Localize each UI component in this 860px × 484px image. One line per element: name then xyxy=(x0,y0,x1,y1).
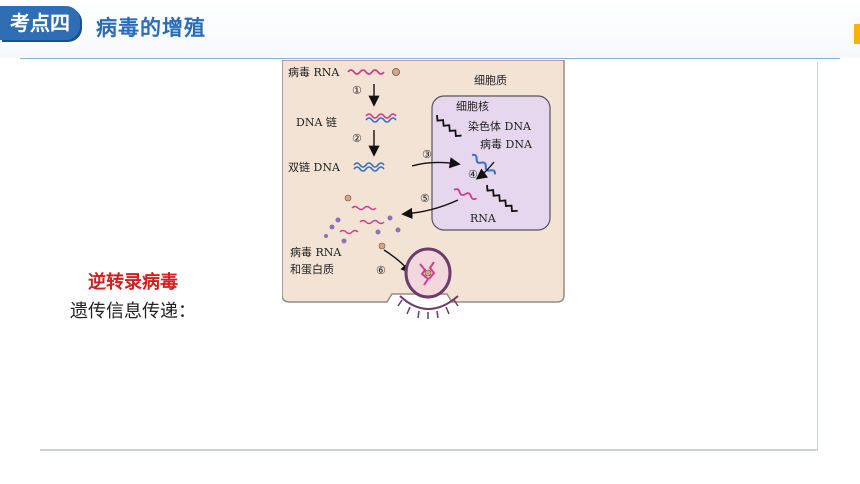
label-virus-rna-protein-2: 和蛋白质 xyxy=(290,262,334,276)
header-divider xyxy=(20,58,840,59)
corner-accent-mark xyxy=(854,24,860,44)
arrow-step4 xyxy=(475,161,495,180)
arrow-step3 xyxy=(411,157,461,169)
content-frame xyxy=(40,62,818,451)
header-background xyxy=(0,0,860,58)
rna-dna-hybrid xyxy=(365,113,397,119)
chromosome-dna-strand-lower xyxy=(486,184,518,213)
viral-rna-and-proteins xyxy=(324,194,401,250)
chromosome-dna-strand xyxy=(436,114,462,138)
label-virus-rna-protein-1: 病毒 RNA xyxy=(290,245,342,259)
label-nucleus: 细胞核 xyxy=(456,99,489,113)
transcribed-rna xyxy=(453,188,478,201)
retrovirus-label: 逆转录病毒 xyxy=(88,272,178,293)
genetic-transfer-label: 遗传信息传递： xyxy=(70,301,196,322)
page-title: 病毒的增殖 xyxy=(96,16,206,40)
label-double-dna: 双链 DNA xyxy=(288,160,341,174)
label-cytoplasm: 细胞质 xyxy=(474,74,507,87)
section-badge: 考点四 xyxy=(0,6,80,40)
arrow-step5 xyxy=(401,199,459,219)
double-stranded-dna xyxy=(353,162,385,168)
label-chromosome-dna: 染色体 DNA xyxy=(468,119,532,133)
label-step4: ④ xyxy=(468,168,478,181)
label-dna-strand: DNA 链 xyxy=(296,115,337,129)
label-step2: ② xyxy=(352,132,362,145)
budding-virus xyxy=(397,247,459,319)
label-step6: ⑥ xyxy=(376,264,386,277)
viral-rna-wave xyxy=(347,69,385,75)
label-viral-dna: 病毒 DNA xyxy=(480,137,533,151)
label-rna: RNA xyxy=(470,212,497,225)
label-step5: ⑤ xyxy=(420,192,430,205)
label-step3: ③ xyxy=(422,148,432,161)
integrated-viral-dna xyxy=(471,153,496,175)
bottom-divider xyxy=(40,449,818,450)
label-step1: ① xyxy=(352,84,362,97)
label-virus-rna: 病毒 RNA xyxy=(288,65,340,79)
retrovirus-replication-diagram: 病毒 RNA 细胞质 ① 细胞核 DNA 链 染色体 DNA ② 病毒 DNA … xyxy=(282,60,565,319)
